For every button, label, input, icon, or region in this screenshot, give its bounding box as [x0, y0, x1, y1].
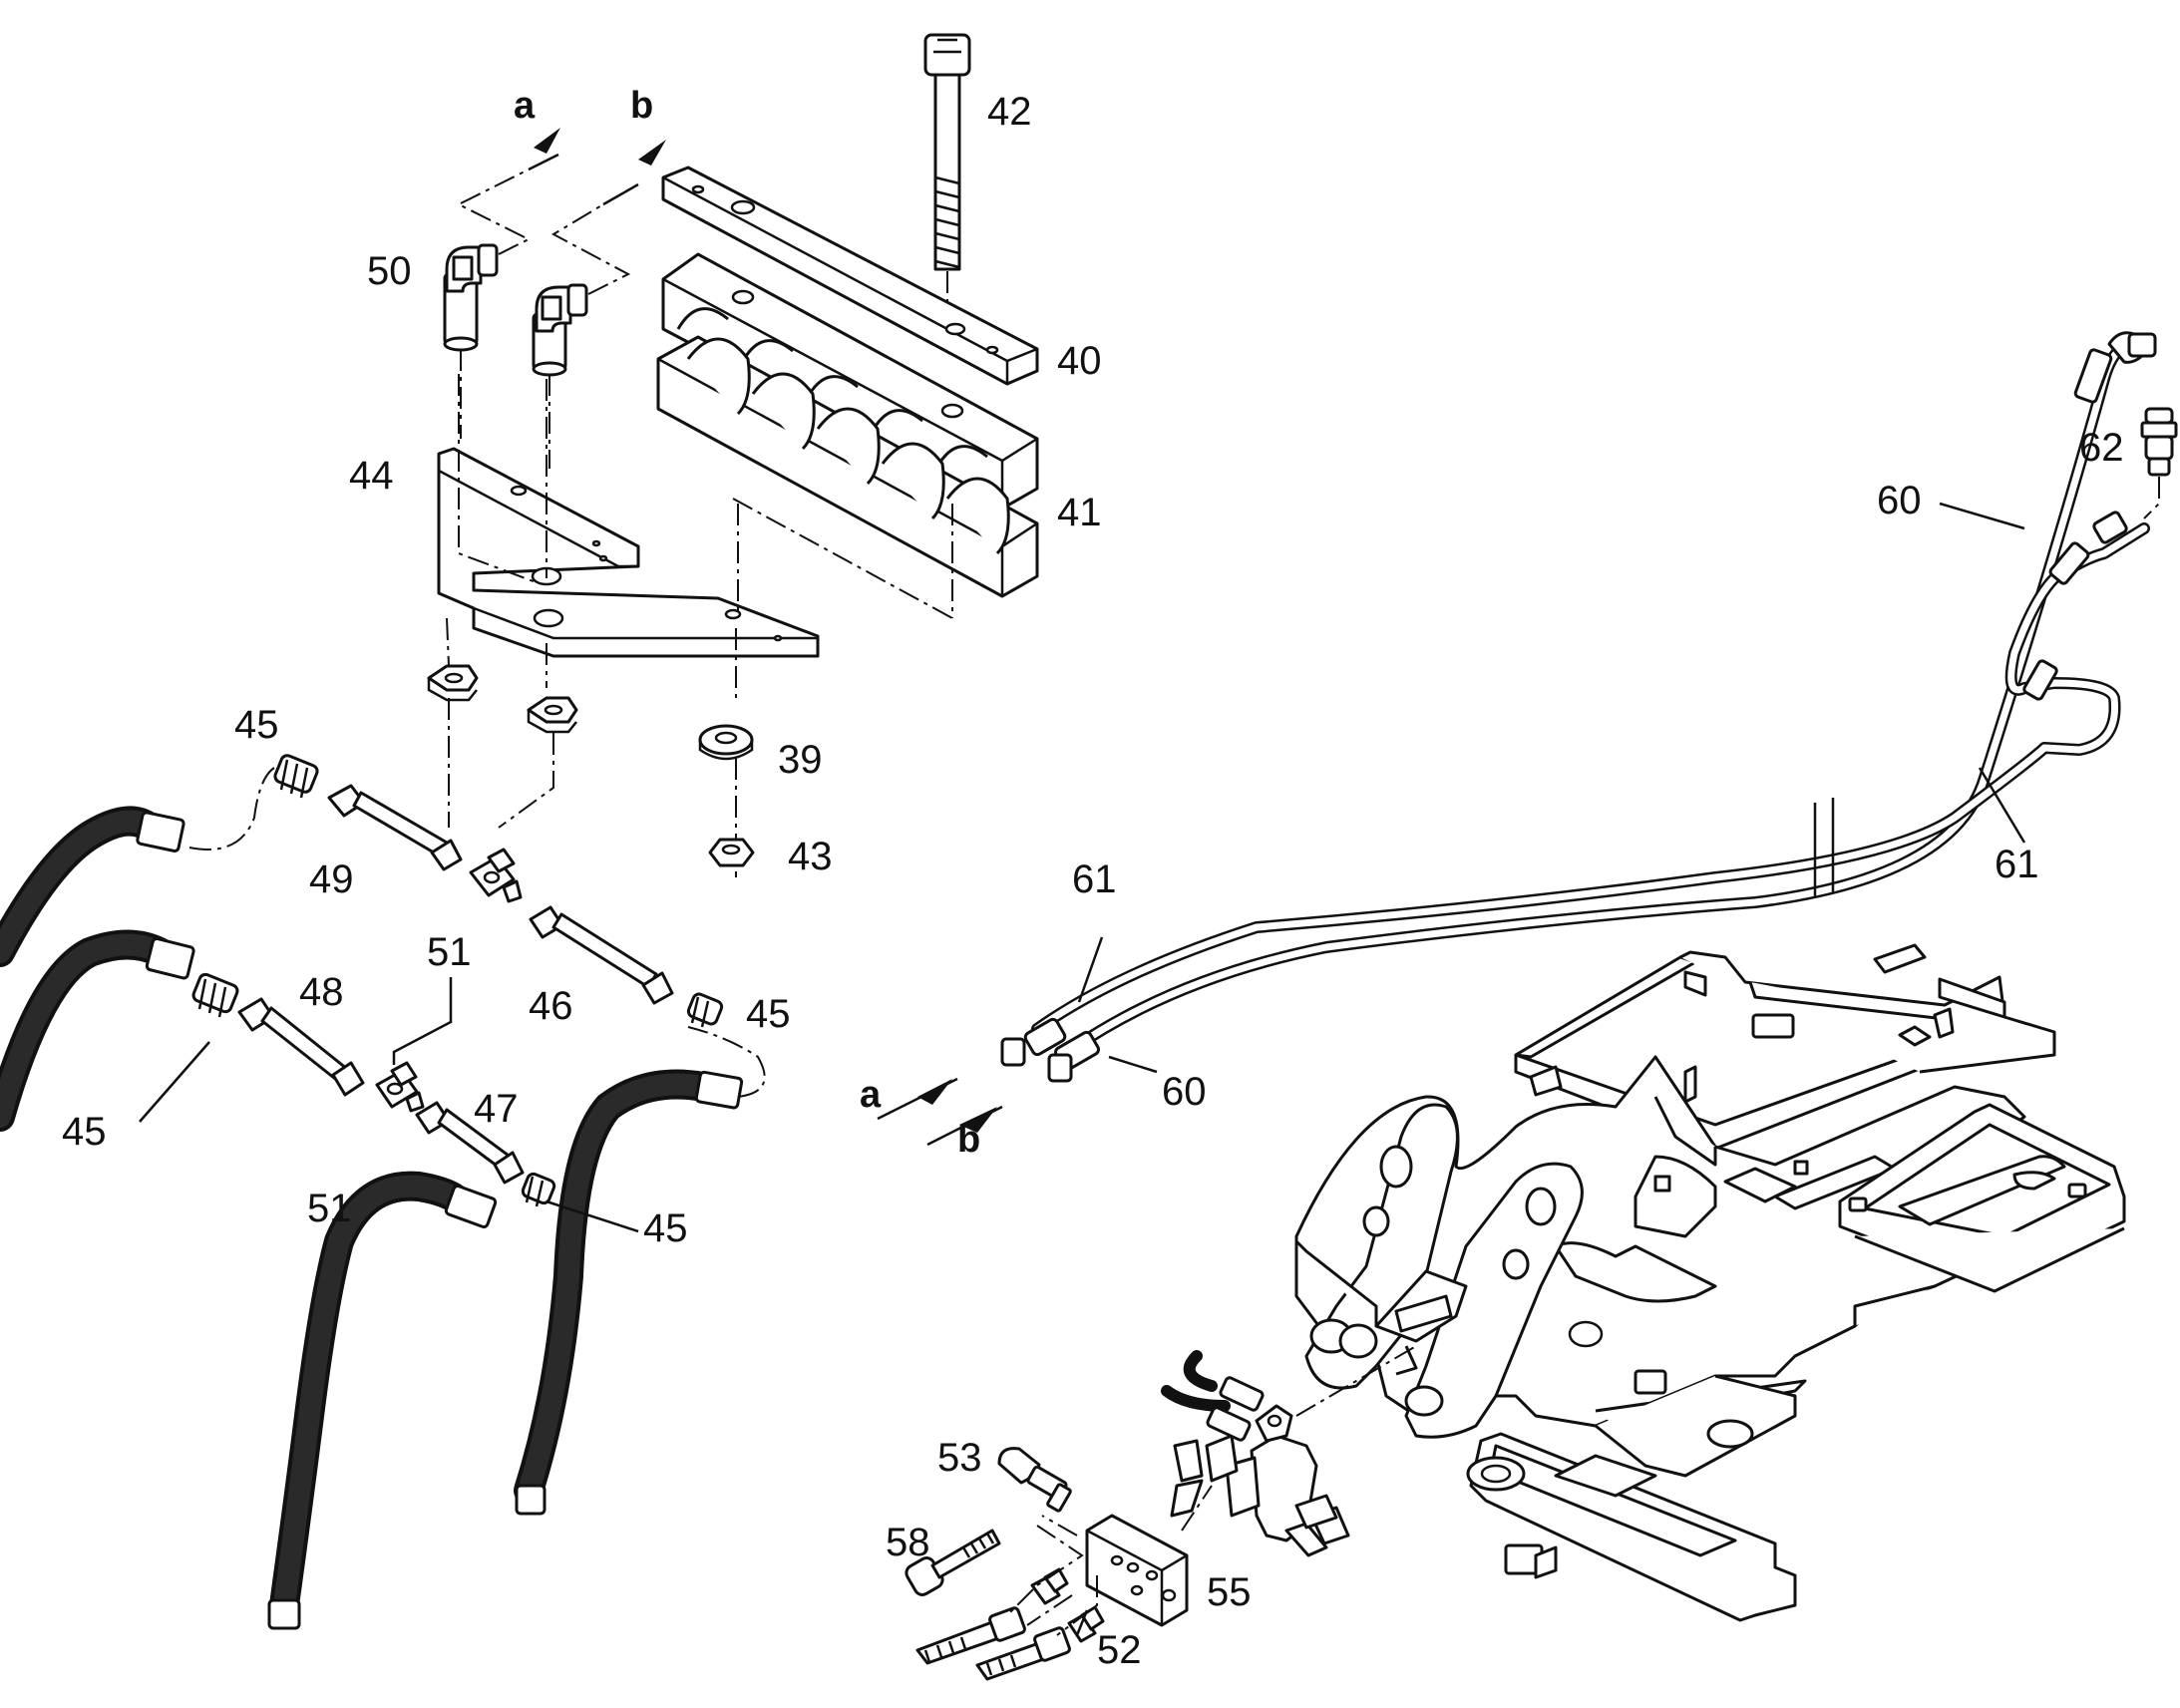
callout-51-upper: 51: [427, 930, 472, 974]
pipe-end-fittings-bottom: [1000, 1017, 1100, 1083]
union-45-lower: [521, 1172, 556, 1207]
flow-marker-a-top: a: [514, 85, 536, 127]
elbow-fitting-50-right: [532, 283, 588, 377]
fitting-53: [997, 1447, 1072, 1513]
callout-61-upper: 61: [1995, 843, 2039, 886]
hose-upper-left: [0, 806, 185, 967]
manifold-block-55: [1041, 1485, 1213, 1627]
callout-49: 49: [309, 857, 354, 901]
tee-fitting-upper: [469, 848, 523, 903]
callout-60-lower: 60: [1162, 1070, 1207, 1114]
callout-43: 43: [788, 835, 833, 878]
callout-62: 62: [2079, 426, 2124, 470]
callout-45-top: 45: [234, 703, 279, 747]
callout-42: 42: [987, 90, 1032, 134]
bolt-58: [905, 1529, 1001, 1596]
callout-41: 41: [1057, 491, 1102, 534]
union-45-right: [686, 992, 724, 1028]
union-45-middle-left: [191, 972, 239, 1018]
callout-39: 39: [778, 738, 823, 782]
bolts-lower: [915, 1606, 1071, 1681]
callout-51-lower: 51: [307, 1187, 352, 1230]
callout-46: 46: [529, 984, 573, 1028]
flow-marker-a-bottom: a: [860, 1074, 882, 1116]
machine-frame: [1294, 943, 2126, 1622]
tube-49: [327, 784, 463, 871]
pipe-61: [1031, 522, 2150, 1035]
callout-45-lower: 45: [643, 1206, 688, 1250]
callout-48: 48: [299, 970, 344, 1014]
callout-45-right: 45: [746, 992, 791, 1036]
flow-marker-b-top: b: [630, 85, 653, 127]
union-45-top: [273, 754, 319, 799]
tube-48: [237, 997, 365, 1097]
tube-46: [529, 905, 674, 1005]
nut-right: [527, 696, 578, 734]
nut-43: [708, 838, 755, 867]
washer-39: [698, 724, 754, 761]
callout-40: 40: [1057, 339, 1102, 383]
hose-right-middle: [514, 1069, 744, 1516]
callout-45-left: 45: [62, 1110, 107, 1154]
tee-fitting-lower: [375, 1061, 425, 1113]
callout-53: 53: [937, 1436, 982, 1480]
tube-47: [415, 1101, 525, 1185]
hose-middle-left: [0, 929, 195, 1132]
callout-50: 50: [367, 249, 412, 293]
bolt-42: [923, 33, 971, 329]
callout-61-lower: 61: [1072, 857, 1117, 901]
bracket-plate-44: [437, 447, 820, 658]
nut-left: [427, 664, 479, 702]
callout-47: 47: [474, 1087, 519, 1131]
clamp-block-lower-41: [656, 335, 1039, 623]
pipe-end-fittings-top: [2022, 331, 2157, 701]
callout-52: 52: [1097, 1628, 1142, 1672]
clamp-plate-40: [661, 166, 1039, 386]
fitting-62: [2140, 407, 2178, 519]
flow-marker-b-bottom: b: [957, 1119, 980, 1161]
hose-51-lower: [267, 1171, 498, 1630]
callout-44: 44: [349, 454, 394, 498]
elbow-fitting-50-left: [443, 243, 499, 352]
callout-58: 58: [886, 1521, 930, 1564]
control-valve-block: [1161, 1345, 1417, 1557]
callout-55: 55: [1207, 1570, 1252, 1614]
pipe-60: [1066, 338, 2140, 1055]
callout-60-upper: 60: [1877, 479, 1922, 522]
